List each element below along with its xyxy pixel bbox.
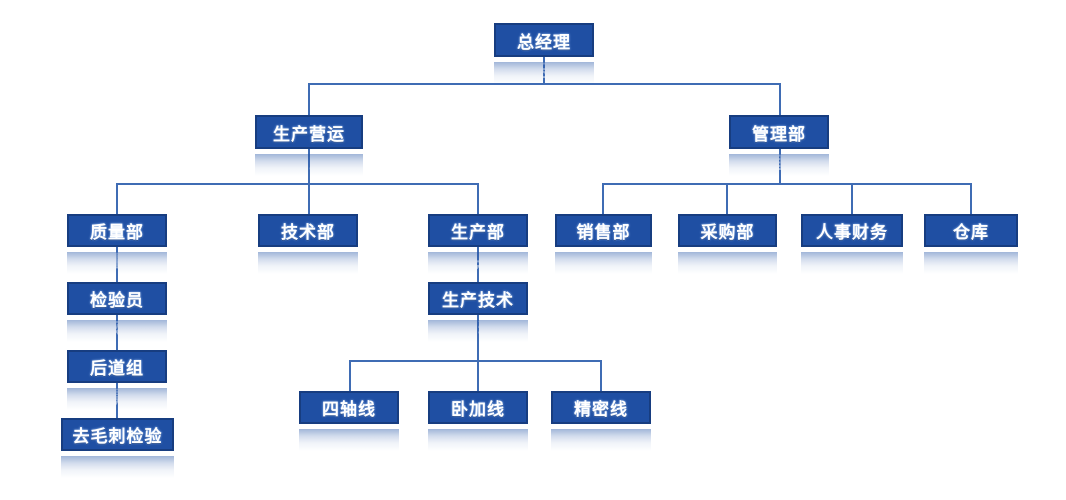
node-quality-dept-label: 质量部 (90, 223, 144, 243)
connector-to-precision-line (600, 360, 602, 391)
node-technical-dept-label: 技术部 (281, 223, 335, 243)
connector-to-hr-finance (851, 183, 853, 214)
node-horizontal-machining-line-reflection: 卧加线 (451, 429, 505, 446)
node-four-axis-line[interactable]: 四轴线 四轴线 (299, 391, 399, 451)
node-purchasing-dept[interactable]: 采购部 采购部 (678, 214, 777, 274)
connector-lines-bus (349, 360, 602, 362)
node-inspector-label: 检验员 (90, 291, 144, 311)
connector-to-management-dept (779, 83, 781, 116)
node-purchasing-dept-reflection: 采购部 (700, 252, 755, 269)
node-precision-line[interactable]: 精密线 精密线 (551, 391, 651, 451)
connector-mgmt-bus (602, 183, 972, 185)
node-production-technology-label: 生产技术 (442, 291, 514, 311)
node-hr-finance-label: 人事财务 (816, 223, 888, 243)
node-deburring-inspection-label: 去毛刺检验 (72, 427, 163, 447)
node-back-process-group[interactable]: 后道组 后道组 (67, 350, 167, 410)
connector-to-quality-dept (116, 183, 118, 214)
connector-to-horizontal-line (477, 360, 479, 391)
connector-gm-bus (308, 83, 780, 85)
node-warehouse-label: 仓库 (953, 223, 989, 243)
connector-quality-to-inspector (116, 247, 118, 282)
node-four-axis-line-label: 四轴线 (322, 400, 376, 420)
connector-gm-down (543, 57, 545, 83)
connector-to-technical-dept (308, 183, 310, 214)
node-management-dept[interactable]: 管理部 管理部 (729, 115, 829, 176)
node-purchasing-dept-label: 采购部 (700, 223, 755, 243)
connector-to-four-axis-line (349, 360, 351, 391)
node-quality-dept[interactable]: 质量部 质量部 (67, 214, 167, 274)
node-technical-dept[interactable]: 技术部 技术部 (258, 214, 358, 274)
node-general-manager-label: 总经理 (517, 32, 571, 53)
connector-prodtech-down (477, 315, 479, 360)
node-inspector[interactable]: 检验员 检验员 (67, 282, 167, 342)
node-deburring-inspection-reflection: 去毛刺检验 (72, 456, 163, 473)
node-horizontal-machining-line[interactable]: 卧加线 卧加线 (428, 391, 528, 451)
connector-to-production-dept (477, 183, 479, 214)
node-horizontal-machining-line-label: 卧加线 (451, 400, 505, 420)
node-warehouse[interactable]: 仓库 仓库 (924, 214, 1018, 274)
connector-inspector-to-back-group (116, 315, 118, 350)
node-production-dept[interactable]: 生产部 生产部 (428, 214, 528, 274)
connector-prodops-bus (116, 183, 479, 185)
node-precision-line-label: 精密线 (574, 400, 628, 420)
node-technical-dept-reflection: 技术部 (281, 252, 335, 269)
connector-to-sales-dept (602, 183, 604, 214)
connector-back-group-to-deburring (116, 383, 118, 418)
node-four-axis-line-reflection: 四轴线 (322, 429, 376, 446)
connector-mgmt-down (779, 149, 781, 183)
connector-to-warehouse (970, 183, 972, 214)
connector-to-purchasing-dept (726, 183, 728, 214)
node-sales-dept[interactable]: 销售部 销售部 (555, 214, 652, 274)
node-hr-finance[interactable]: 人事财务 人事财务 (801, 214, 903, 274)
connector-prodops-down (308, 149, 310, 183)
node-warehouse-reflection: 仓库 (953, 252, 989, 269)
node-production-technology[interactable]: 生产技术 生产技术 (428, 282, 528, 342)
node-back-process-group-label: 后道组 (90, 359, 144, 379)
node-management-dept-label: 管理部 (752, 124, 806, 145)
node-deburring-inspection[interactable]: 去毛刺检验 去毛刺检验 (61, 418, 174, 478)
node-production-operations-label: 生产营运 (273, 124, 345, 145)
node-general-manager[interactable]: 总经理 总经理 (494, 23, 594, 84)
node-production-dept-label: 生产部 (451, 223, 505, 243)
node-hr-finance-reflection: 人事财务 (816, 252, 888, 269)
connector-production-to-prodtech (477, 247, 479, 282)
node-production-operations[interactable]: 生产营运 生产营运 (255, 115, 363, 176)
node-sales-dept-label: 销售部 (576, 223, 631, 243)
node-precision-line-reflection: 精密线 (574, 429, 628, 446)
node-sales-dept-reflection: 销售部 (576, 252, 631, 269)
connector-to-production-operations (308, 83, 310, 116)
